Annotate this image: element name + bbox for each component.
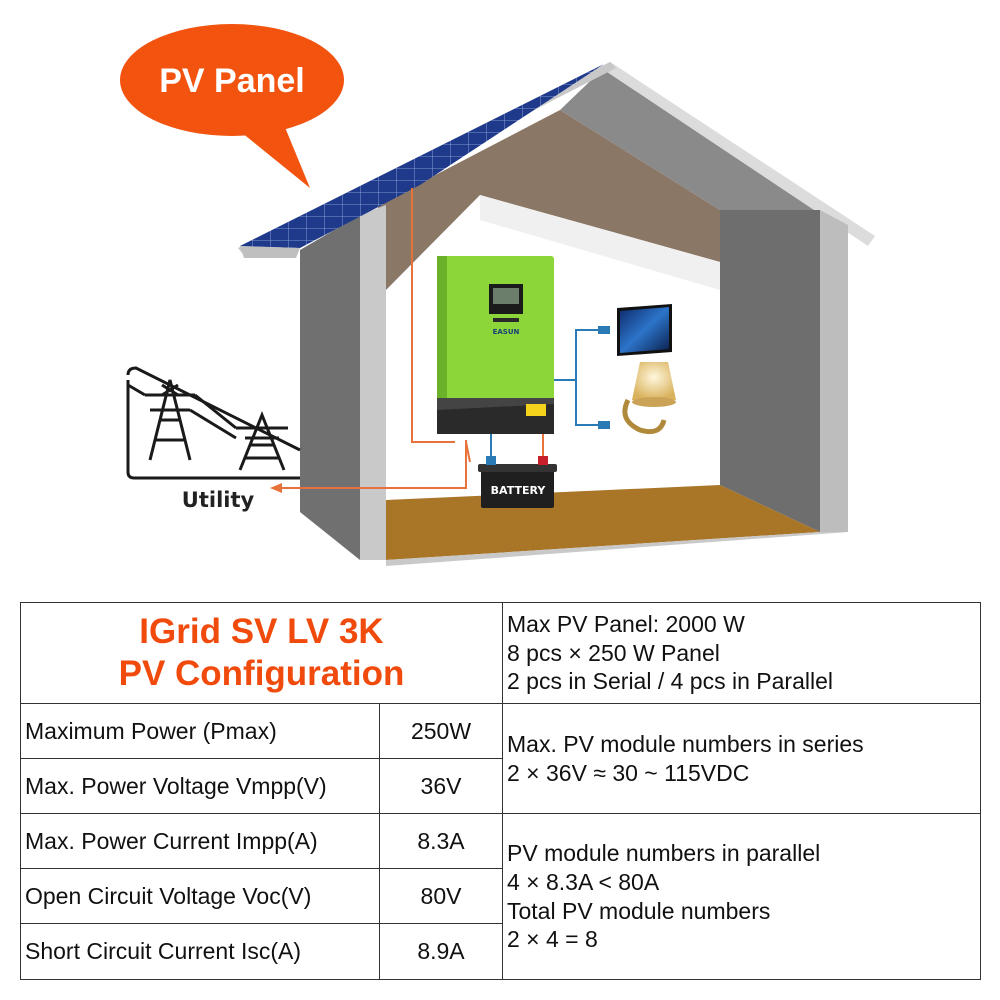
- summary-line: 2 pcs in Serial / 4 pcs in Parallel: [507, 668, 833, 695]
- spec-label: Open Circuit Voltage Voc(V): [20, 868, 380, 924]
- tv-icon: [598, 304, 672, 356]
- parallel-note-line: 2 × 4 = 8: [507, 926, 598, 953]
- series-note: Max. PV module numbers in series 2 × 36V…: [502, 703, 981, 814]
- spec-value: 8.3A: [379, 813, 503, 869]
- parallel-note-line: PV module numbers in parallel: [507, 840, 821, 866]
- table-row: Max. Power Current Impp(A) 8.3A PV modul…: [20, 813, 981, 980]
- wires: [270, 188, 598, 493]
- spec-label: Max. Power Current Impp(A): [20, 813, 380, 869]
- table-row: Maximum Power (Pmax) 250W Max. PV module…: [20, 703, 981, 814]
- battery: BATTERY: [478, 456, 557, 508]
- utility-pylons: [126, 366, 301, 480]
- table-row: Open Circuit Voltage Voc(V) 80V: [20, 868, 981, 924]
- inverter: EASUN: [437, 256, 554, 434]
- house: [300, 62, 875, 566]
- series-note-line: 2 × 36V ≈ 30 ~ 115VDC: [507, 759, 750, 786]
- spec-value: 80V: [379, 868, 503, 924]
- table-row: Short Circuit Current Isc(A) 8.9A: [20, 923, 981, 980]
- spec-value: 8.9A: [379, 923, 503, 980]
- parallel-note-line: Total PV module numbers: [507, 897, 771, 924]
- table-title: IGrid SV LV 3K PV Configuration: [20, 602, 503, 704]
- pv-summary: Max PV Panel: 2000 W 8 pcs × 250 W Panel…: [502, 602, 981, 704]
- spec-label: Max. Power Voltage Vmpp(V): [20, 758, 380, 814]
- spec-label: Short Circuit Current Isc(A): [20, 923, 380, 980]
- parallel-note-line: 4 × 8.3A < 80A: [507, 868, 660, 895]
- system-diagram: PV Panel Utility EASUN BA: [120, 24, 875, 566]
- table-title-line1: IGrid SV LV 3K: [139, 612, 384, 651]
- battery-label: BATTERY: [491, 484, 547, 497]
- spec-value: 36V: [379, 758, 503, 814]
- summary-line: 8 pcs × 250 W Panel: [507, 639, 720, 666]
- solar-roof: [238, 62, 616, 258]
- pv-panel-callout-text: PV Panel: [159, 62, 305, 100]
- summary-line: Max PV Panel: 2000 W: [507, 610, 745, 637]
- pv-config-table: IGrid SV LV 3K PV Configuration Max PV P…: [20, 602, 981, 980]
- spec-label: Maximum Power (Pmax): [20, 703, 380, 759]
- table-row: Max. Power Voltage Vmpp(V) 36V: [20, 758, 981, 814]
- lamp-icon: [598, 362, 676, 435]
- spec-value: 250W: [379, 703, 503, 759]
- table-title-line2: PV Configuration: [118, 654, 405, 693]
- utility-label: Utility: [182, 488, 255, 512]
- inverter-brand: EASUN: [493, 328, 520, 336]
- parallel-note: PV module numbers in parallel 4 × 8.3A <…: [502, 813, 981, 980]
- series-note-line: Max. PV module numbers in series: [507, 730, 864, 757]
- pv-panel-callout: PV Panel: [120, 24, 344, 188]
